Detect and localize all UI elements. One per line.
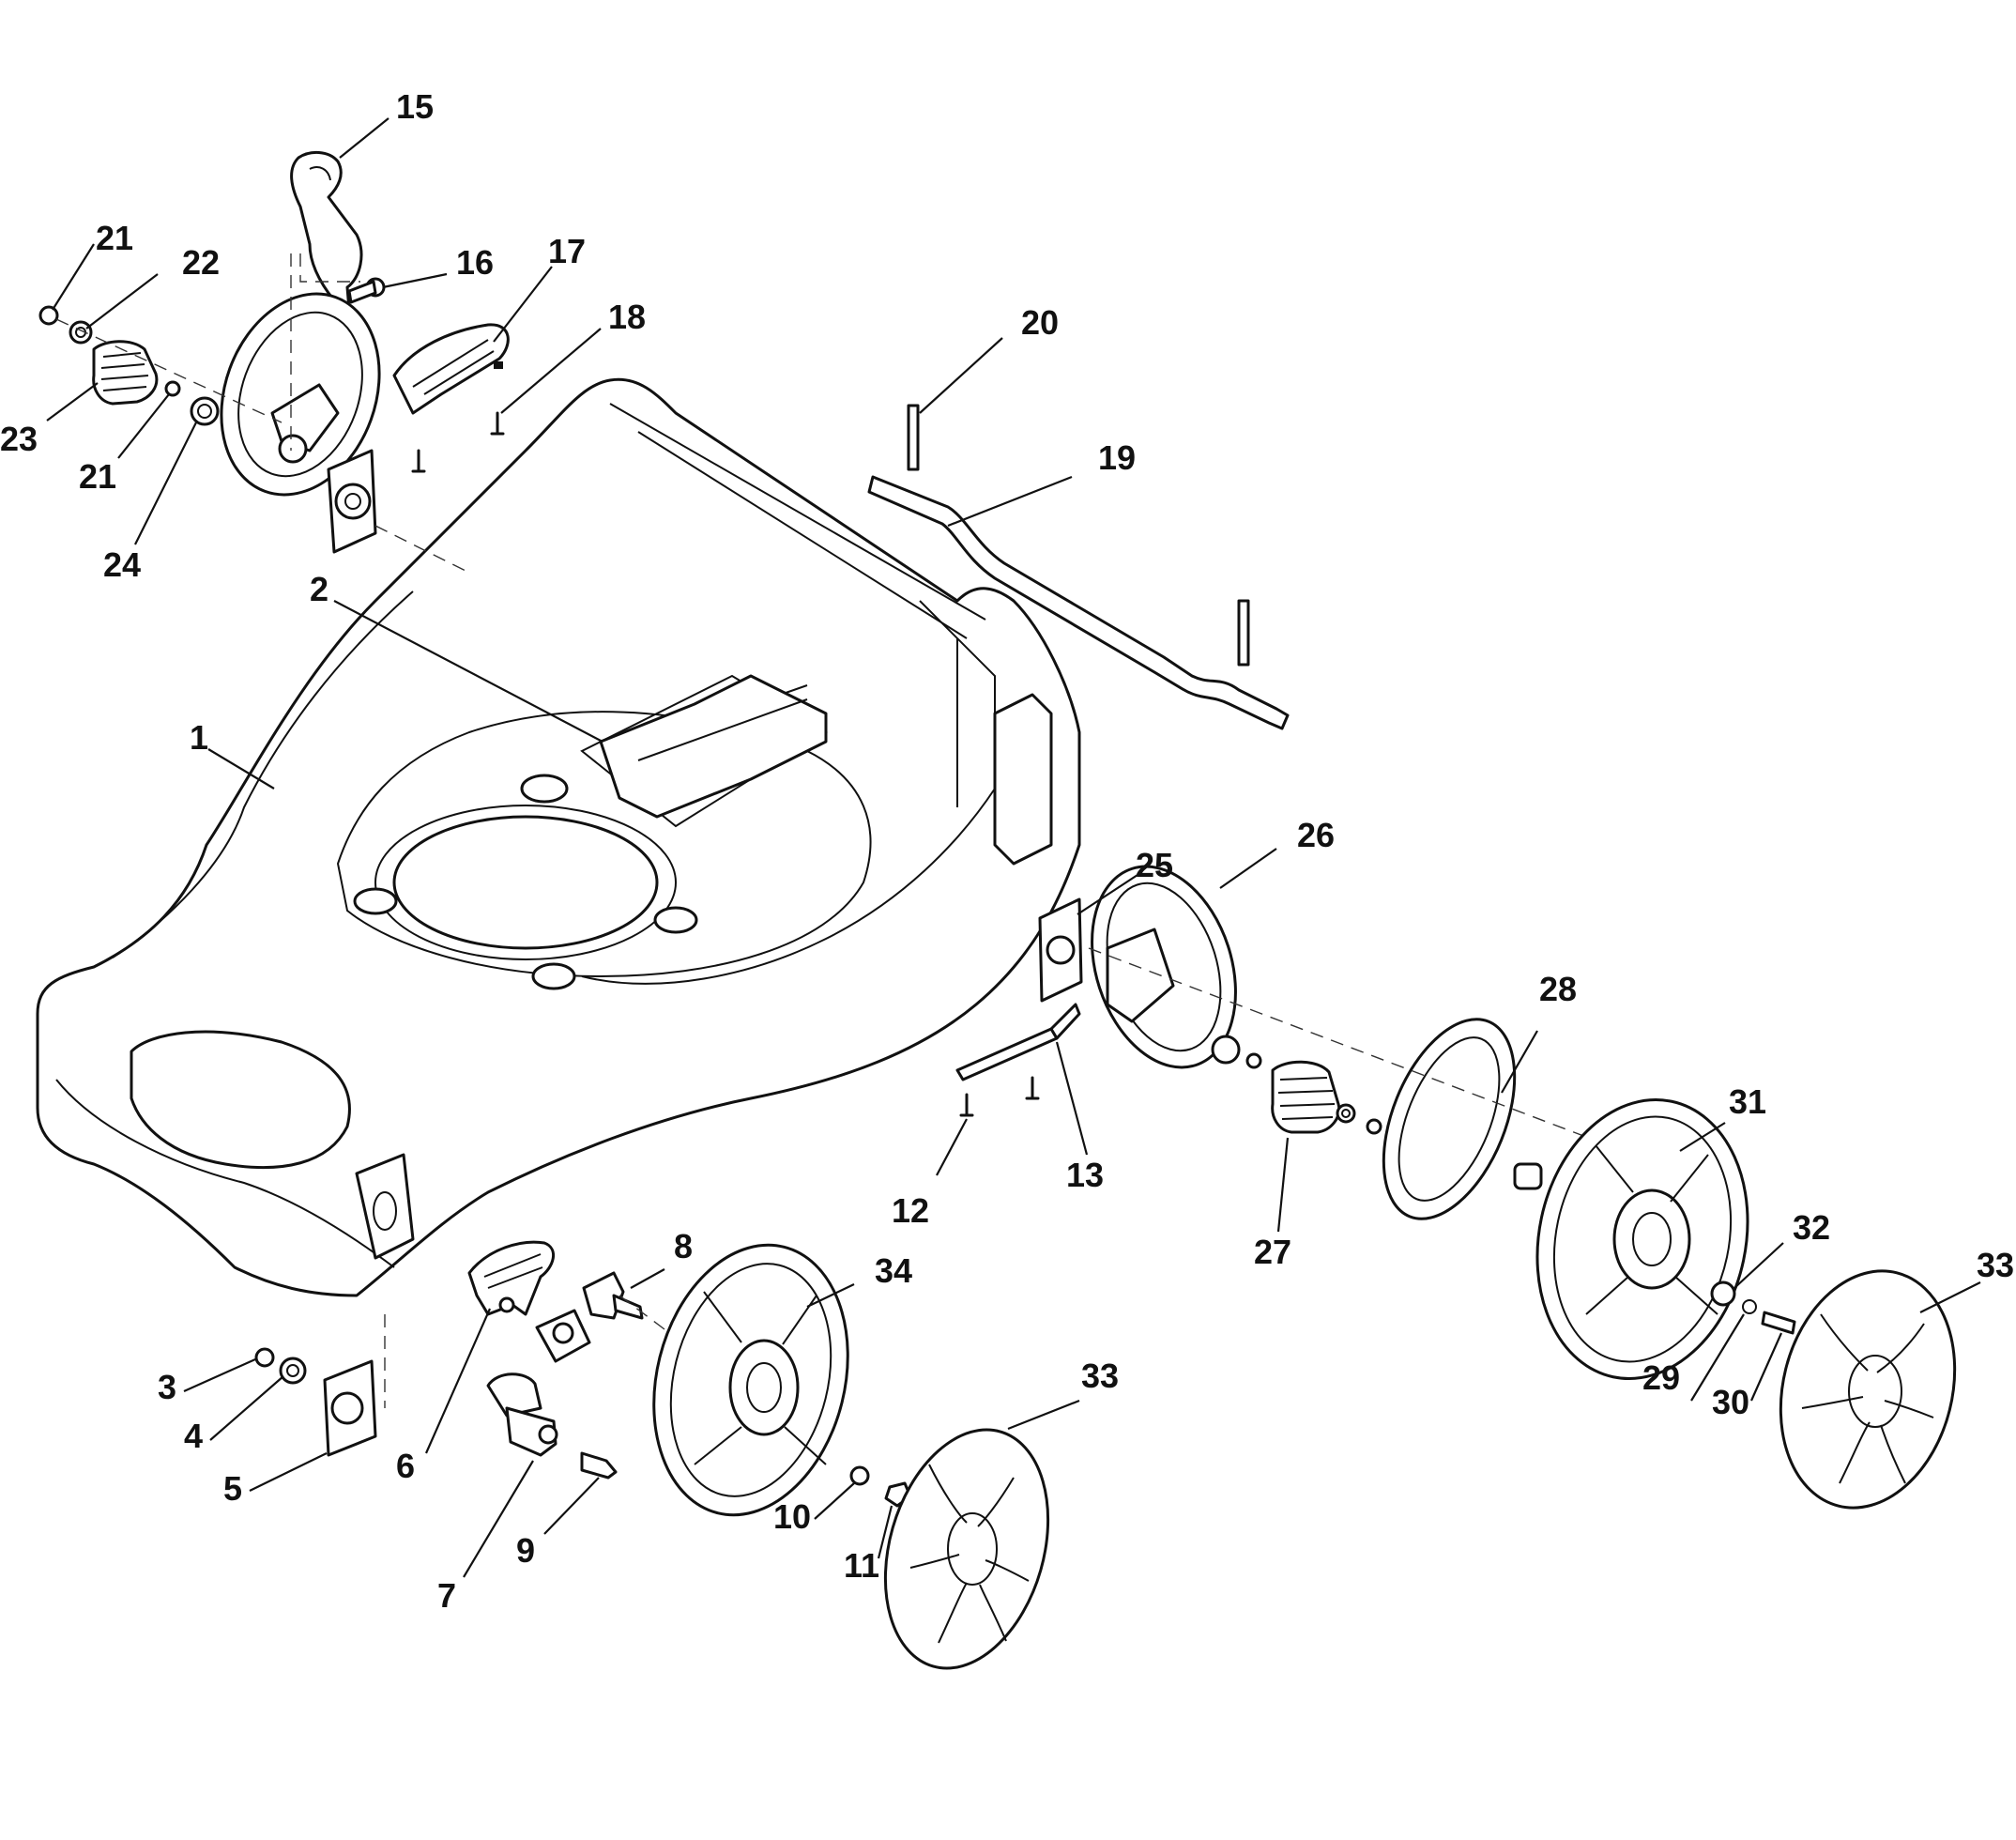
callout-19: 19 xyxy=(1098,438,1136,477)
rear-right-wheel xyxy=(1535,1098,1796,1380)
callout-22: 22 xyxy=(182,243,220,282)
callout-15: 15 xyxy=(396,87,434,126)
callout-32: 32 xyxy=(1793,1208,1830,1247)
callout-3: 3 xyxy=(158,1368,176,1406)
callout-24: 24 xyxy=(103,545,141,584)
callout-21-top: 21 xyxy=(96,219,133,257)
callout-29: 29 xyxy=(1642,1358,1680,1397)
leader-lines xyxy=(46,117,1981,1578)
callout-25: 25 xyxy=(1136,846,1173,884)
callout-26: 26 xyxy=(1297,816,1335,854)
hubcap-front xyxy=(883,1428,1050,1670)
callout-7: 7 xyxy=(437,1576,456,1615)
callout-2: 2 xyxy=(310,570,328,608)
callout-23: 23 xyxy=(0,420,38,458)
rear-left-height-adjuster xyxy=(38,151,510,574)
callout-16: 16 xyxy=(456,243,494,282)
callout-17: 17 xyxy=(548,232,586,270)
callout-5: 5 xyxy=(223,1469,242,1508)
callout-21-bottom: 21 xyxy=(79,457,116,496)
mower-deck xyxy=(36,377,1081,1297)
callout-9: 9 xyxy=(516,1531,535,1570)
front-height-adjuster xyxy=(254,1240,695,1480)
front-wheel xyxy=(652,1243,912,1517)
callout-33-right: 33 xyxy=(1977,1246,2014,1284)
callout-33-front: 33 xyxy=(1081,1357,1119,1395)
callout-8: 8 xyxy=(674,1227,693,1265)
rear-right-assembly xyxy=(955,865,1634,1220)
callout-34: 34 xyxy=(875,1251,912,1290)
callout-13: 13 xyxy=(1066,1156,1104,1194)
callout-4: 4 xyxy=(184,1417,203,1455)
callout-6: 6 xyxy=(396,1447,415,1485)
callout-18: 18 xyxy=(608,298,646,336)
callout-labels: 1 2 3 4 5 6 7 8 9 10 11 12 13 15 16 17 1… xyxy=(0,87,2014,1615)
callout-31: 31 xyxy=(1729,1082,1766,1121)
callout-30: 30 xyxy=(1712,1383,1749,1421)
callout-12: 12 xyxy=(892,1191,929,1230)
callout-27: 27 xyxy=(1254,1233,1291,1271)
rear-axle xyxy=(867,404,1290,730)
hubcap-right xyxy=(1779,1269,1957,1510)
callout-10: 10 xyxy=(773,1497,811,1536)
callout-20: 20 xyxy=(1021,303,1059,342)
cover-plate xyxy=(599,674,828,819)
callout-11: 11 xyxy=(844,1546,879,1585)
callout-28: 28 xyxy=(1539,970,1577,1008)
callout-1: 1 xyxy=(190,718,208,757)
